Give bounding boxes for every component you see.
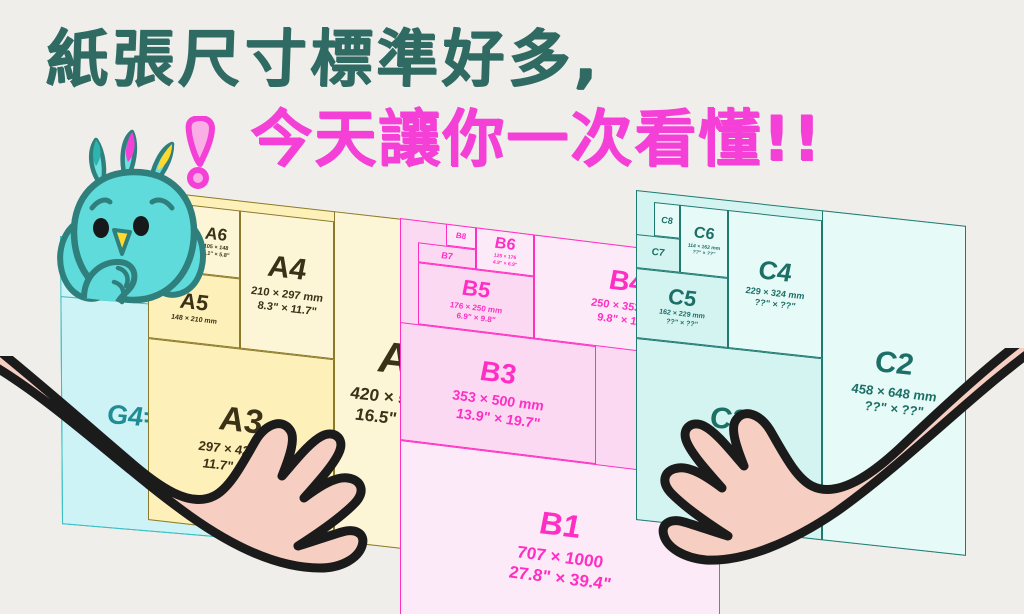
cell-c6: C6 114 × 162 mm ??" × ??" bbox=[680, 204, 728, 278]
cell-c7-label: C7 bbox=[651, 246, 665, 260]
left-arm-illustration bbox=[0, 356, 410, 614]
cell-a5-dim-mm: 148 × 210 mm bbox=[171, 313, 217, 326]
eye-right bbox=[133, 216, 149, 236]
cell-b8-label: B8 bbox=[455, 230, 467, 242]
page-title-line-1: 紙張尺寸標準好多, bbox=[44, 22, 603, 95]
page-title-line-2: 今天讓你一次看懂!! bbox=[250, 102, 823, 175]
cell-b6: B6 125 × 176 4.9" × 6.9" bbox=[476, 227, 534, 277]
beak bbox=[112, 228, 132, 256]
cell-c6-label: C6 bbox=[693, 224, 715, 244]
cell-c5: C5 162 × 229 mm ??" × ??" bbox=[636, 268, 728, 348]
cell-c5-label: C5 bbox=[667, 283, 697, 312]
cell-b5-label: B5 bbox=[461, 274, 491, 303]
cell-b3-label: B3 bbox=[480, 354, 516, 391]
cell-b1-label: B1 bbox=[539, 503, 581, 545]
eye-left bbox=[93, 218, 109, 238]
cell-c8: C8 bbox=[654, 201, 680, 239]
cell-b3: B3 353 × 500 mm 13.9" × 19.7" bbox=[400, 322, 596, 465]
cell-a4-label: A4 bbox=[267, 249, 307, 287]
exclamation-mark-icon bbox=[178, 115, 222, 189]
cell-b8: B8 bbox=[446, 223, 476, 250]
right-arm-illustration bbox=[604, 348, 1024, 614]
cell-a4: A4 210 × 297 mm 8.3" × 11.7" bbox=[240, 210, 334, 360]
cell-b7-label: B7 bbox=[441, 249, 453, 261]
cell-c6-dim-in: ??" × ??" bbox=[692, 249, 716, 258]
bird-mascot bbox=[44, 112, 224, 307]
cell-c4-label: C4 bbox=[758, 254, 792, 288]
cell-c8-label: C8 bbox=[661, 214, 673, 226]
cell-c4: C4 229 × 324 mm ??" × ??" bbox=[728, 209, 822, 359]
cell-c7: C7 bbox=[636, 234, 680, 273]
cell-b6-label: B6 bbox=[494, 234, 516, 255]
